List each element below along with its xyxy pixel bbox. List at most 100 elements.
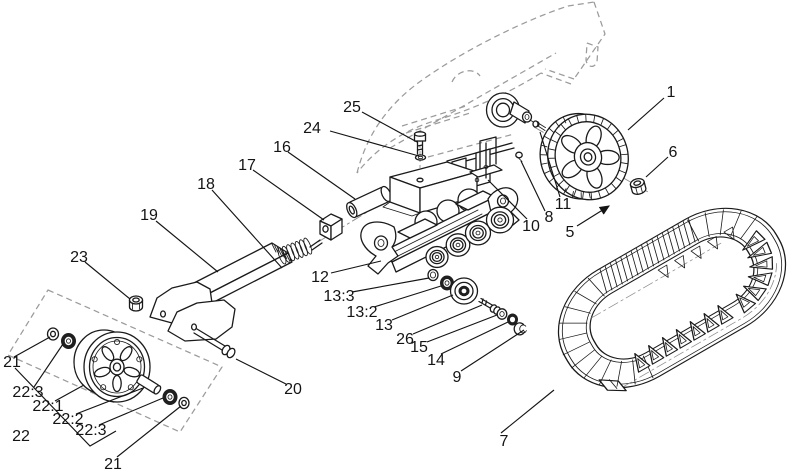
nut-14 [507, 313, 518, 326]
leader-lines [13, 97, 669, 458]
callout-5: 5 [566, 224, 575, 241]
bogie-wheel-tire [464, 220, 492, 246]
rubber-track [557, 207, 787, 392]
nut23-top [128, 295, 144, 305]
track-tread-bar-cap [730, 210, 742, 236]
leader-17 [252, 169, 325, 221]
callout-6: 6 [669, 144, 678, 161]
bearing-22-3-right [162, 389, 178, 405]
callout-labels: 1 5 6 7 8 9 10 11 12 13 13:2 13:3 14 15 … [3, 84, 677, 473]
sprocket-back-tooth [540, 162, 548, 165]
leader-21-bottom [116, 405, 182, 458]
idler-wheel-assembly [46, 327, 190, 410]
spring-coil [281, 245, 291, 263]
sprocket-back-tooth [548, 177, 555, 183]
track-tread-bar-cap [574, 291, 597, 305]
sprocket-back-tooth [543, 170, 551, 174]
hex-nut-6 [629, 178, 647, 195]
sprocket-tooth [605, 187, 610, 195]
track-tread-bar [636, 248, 644, 273]
clevis-hole-front [159, 310, 167, 318]
track-lug-cap-inner [752, 246, 766, 256]
track-lug-inner [651, 350, 660, 361]
bogie-foot-right-boss [496, 194, 510, 208]
sprocket-back-tooth [588, 191, 591, 199]
track-lug-cap-inner [755, 260, 768, 268]
chassis-outline-right [573, 1, 606, 80]
track-tread-bar-cap [687, 219, 700, 242]
track-end-detail-line [609, 379, 618, 389]
sprocket-back-tooth [548, 127, 555, 133]
callout-21-bottom: 21 [104, 456, 122, 473]
bogie-foot-right-bore [500, 197, 506, 205]
idler-kit-boundary [7, 289, 223, 433]
bracket-bolt-hole [416, 177, 424, 183]
sprocket-teeth [539, 113, 629, 201]
sprocket-tooth [560, 123, 566, 130]
arm-hatch-line [279, 248, 285, 258]
track-tread-bar-cap [571, 349, 595, 369]
track-tread-bar [610, 263, 618, 288]
screw-8 [515, 151, 523, 162]
clevis-hole-rear [190, 323, 198, 331]
track-tread-bar [677, 224, 686, 249]
track-tread-bar [672, 227, 680, 252]
spring-coil [286, 244, 295, 262]
track-tread-bar-cap [587, 277, 605, 297]
leader-22-2 [75, 387, 144, 415]
idler-rim-hole [113, 338, 121, 346]
bogie-wheel-bearing [431, 251, 443, 263]
track-inner-edge [589, 236, 755, 360]
bogie-wheel-tire [485, 206, 515, 234]
nut23-bore [132, 297, 140, 303]
pivot-tube [346, 185, 392, 219]
u-channel [479, 136, 497, 169]
callout-22-3-top: 22:3 [12, 384, 43, 401]
clevis-plate-rear [167, 299, 236, 342]
track-lug-inner [720, 310, 729, 321]
callout-25: 25 [343, 99, 361, 116]
bogie-wheel-bearing [493, 213, 507, 227]
leader-11 [539, 131, 561, 198]
callout-23: 23 [70, 249, 88, 266]
sprocket-tooth [585, 113, 587, 122]
nut6-top [629, 178, 645, 189]
track-tread-bar [615, 260, 623, 285]
callout-21-left: 21 [3, 354, 21, 371]
bogie-wheel-bore [455, 242, 461, 248]
bogie-wing-left [397, 218, 438, 239]
leader-7 [500, 389, 555, 434]
leader-14 [440, 321, 509, 355]
washer-21-left [46, 327, 60, 341]
track-lug-inner [678, 334, 687, 345]
track-outer-edge-inset [561, 211, 783, 385]
idler-hub [109, 358, 125, 376]
leader-10 [487, 179, 528, 220]
track-tread-bar [625, 254, 634, 279]
callout-13-3: 13:3 [323, 288, 354, 305]
sprocket-tooth [576, 115, 579, 123]
track-tread-bar [662, 233, 670, 258]
callout-13: 13 [375, 317, 393, 334]
bracket-box-flange [382, 201, 421, 217]
bogie-wheel-ring [429, 249, 445, 265]
bogie-wheel-ring [490, 211, 510, 229]
callout-18: 18 [197, 176, 215, 193]
track-tread-bar [641, 245, 649, 270]
idler-rim-hole [127, 384, 134, 391]
sprocket-tooth [621, 162, 629, 165]
clevis-assembly [128, 281, 236, 359]
sprocket-tooth [567, 118, 572, 126]
callout-9: 9 [453, 369, 462, 386]
bearing-13-2 [440, 275, 454, 291]
sprocket-back-tooth [539, 154, 547, 156]
nut6-facets [635, 185, 643, 194]
bolt25-head-top [413, 131, 427, 137]
track-lug-far [707, 236, 718, 250]
bogie-wheel-ring [449, 237, 467, 253]
bogie-wheels [425, 206, 515, 269]
chassis-tab [585, 42, 599, 67]
track-lug-far [690, 245, 702, 259]
sprocket-back-tooth [543, 135, 551, 140]
bogie-wheel-tire [445, 233, 471, 257]
